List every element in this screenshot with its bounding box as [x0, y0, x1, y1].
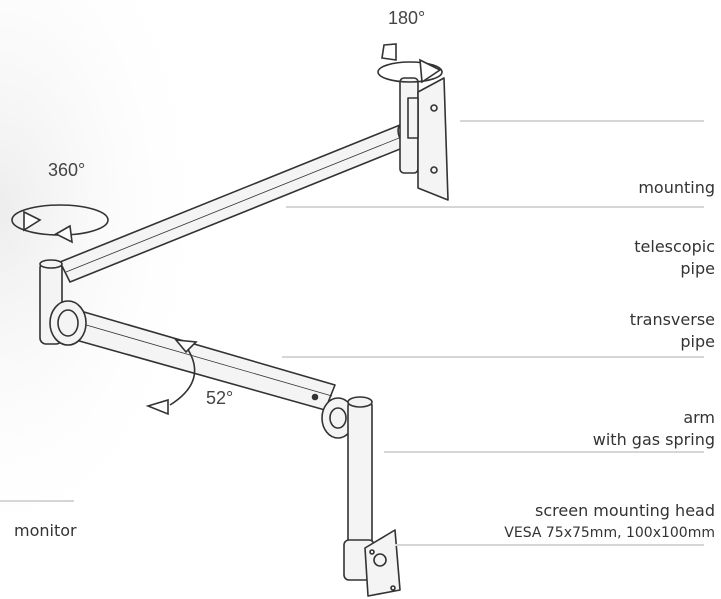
leader-line-monitor — [0, 500, 74, 502]
label-arm: arm with gas spring — [593, 407, 715, 451]
label-telescopic-line1: telescopic — [634, 237, 715, 256]
right-joint-cap — [329, 407, 347, 429]
label-transverse-pipe: transverse pipe — [630, 309, 715, 353]
label-head-line1: screen mounting head — [535, 501, 715, 520]
screen-mounting-head — [364, 529, 401, 597]
leader-line-arm — [384, 451, 704, 453]
rotation-label-180: 180° — [388, 8, 426, 28]
rotation-arrow-left — [11, 204, 109, 244]
rotation-arrow-top — [377, 43, 443, 84]
top-mounting-bracket — [399, 77, 449, 201]
label-transverse-line2: pipe — [680, 332, 715, 351]
leader-line-mounting — [460, 120, 704, 122]
rotation-label-52: 52° — [206, 388, 234, 408]
label-monitor: monitor — [14, 521, 77, 540]
label-mounting-text: mounting — [638, 178, 715, 197]
label-arm-line1: arm — [683, 408, 715, 427]
leader-line-transverse — [282, 356, 704, 358]
label-screen-mounting-head: screen mounting head VESA 75x75mm, 100x1… — [504, 500, 715, 544]
label-mounting: mounting — [638, 177, 715, 199]
rotation-label-360: 360° — [48, 160, 86, 180]
rotation-arrow-middle — [145, 339, 198, 416]
label-arm-line2: with gas spring — [592, 430, 715, 449]
label-telescopic-line2: pipe — [680, 259, 715, 278]
left-joint-cap — [57, 309, 79, 337]
label-head-line2: VESA 75x75mm, 100x100mm — [504, 525, 715, 541]
label-telescopic-pipe: telescopic pipe — [634, 236, 715, 280]
leader-line-head — [395, 544, 704, 546]
leader-line-telescopic — [286, 206, 704, 208]
label-transverse-line1: transverse — [629, 310, 715, 329]
